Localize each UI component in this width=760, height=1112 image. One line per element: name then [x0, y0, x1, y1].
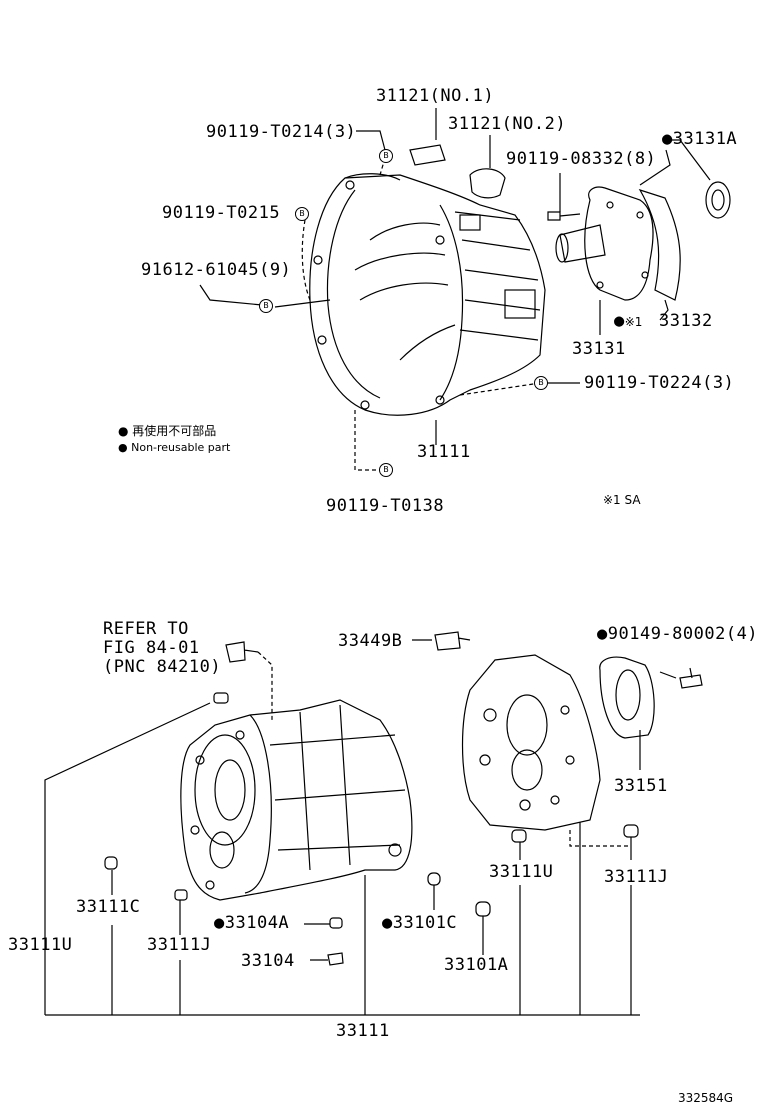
intermediate-plate-drawing — [461, 654, 601, 831]
label-33104: 33104 — [241, 951, 295, 971]
label-33131a-text: 33131A — [672, 129, 738, 149]
transmission-case-drawing — [180, 699, 413, 901]
label-90149-80002-text: 90149-80002(4) — [607, 624, 759, 644]
bearing-retainer-drawing — [555, 186, 654, 301]
label-33111u-right: 33111U — [489, 862, 554, 882]
label-31111: 31111 — [417, 442, 471, 462]
refer-line3: (PNC 84210) — [103, 657, 222, 677]
figure-code: 332584G — [678, 1091, 734, 1105]
cap-no2-drawing — [469, 168, 506, 199]
label-33449b: 33449B — [338, 631, 403, 651]
gasket-drawing — [638, 188, 681, 301]
label-33111j-left: 33111J — [147, 935, 212, 955]
label-33104a: 33104A — [214, 915, 289, 932]
label-90119-t0215: 90119-T0215 — [162, 203, 281, 223]
legend-en: ● Non-reusable part — [118, 441, 231, 454]
label-90119-t0138: 90119-T0138 — [326, 496, 445, 516]
label-90119-08332: 90119-08332(8) — [506, 149, 657, 169]
label-90119-t0224: 90119-T0224(3) — [584, 373, 735, 393]
label-33101c: 33101C — [382, 915, 457, 932]
bolt-b-marker: B — [379, 149, 393, 163]
refer-line1: REFER TO — [103, 619, 189, 639]
sensor-drawing — [225, 641, 259, 663]
bolt-b-marker: B — [534, 376, 548, 390]
label-33111j-right: 33111J — [604, 867, 669, 887]
label-31121-no1: 31121(NO.1) — [376, 86, 495, 106]
label-31121-no2: 31121(NO.2) — [448, 114, 567, 134]
label-90119-t0214: 90119-T0214(3) — [206, 122, 357, 142]
note-mark: ※1 — [624, 315, 643, 329]
note-sa: ※1 SA — [603, 493, 641, 507]
label-33101c-text: 33101C — [392, 913, 458, 933]
retainer-33151-drawing — [599, 656, 655, 739]
label-33111c: 33111C — [76, 897, 141, 917]
label-33151: 33151 — [614, 776, 668, 796]
label-33101a: 33101A — [444, 955, 509, 975]
label-33111u-left: 33111U — [8, 935, 73, 955]
clutch-housing-drawing — [309, 173, 546, 416]
label-33132: 33132 — [659, 311, 713, 331]
label-90149-80002: 90149-80002(4) — [597, 626, 758, 643]
label-33104a-text: 33104A — [224, 913, 290, 933]
label-91612-61045: 91612-61045(9) — [141, 260, 292, 280]
cap-no1-drawing — [409, 144, 446, 166]
legend-jp-text: 再使用不可部品 — [132, 424, 217, 438]
label-33131a: 33131A — [662, 131, 737, 148]
oil-seal-drawing — [705, 181, 731, 219]
label-33132-prefix: ※1 — [614, 313, 643, 330]
refer-line2: FIG 84-01 — [103, 638, 200, 658]
label-33131: 33131 — [572, 339, 626, 359]
bolt-b-marker: B — [295, 207, 309, 221]
legend-en-text: Non-reusable part — [131, 441, 231, 454]
label-33111: 33111 — [336, 1021, 390, 1041]
bolt-b-marker: B — [259, 299, 273, 313]
legend-jp: ● 再使用不可部品 — [118, 424, 217, 438]
bolt-b-marker: B — [379, 463, 393, 477]
